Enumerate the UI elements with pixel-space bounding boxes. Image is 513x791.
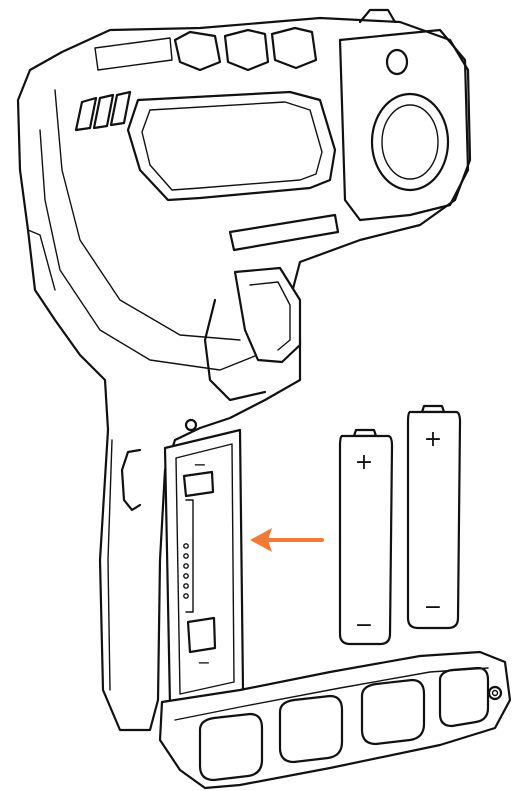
compartment-top-minus: − bbox=[193, 455, 206, 474]
battery-compartment: − − bbox=[163, 428, 245, 707]
arrow-left-icon bbox=[250, 528, 324, 552]
thermometer-gun-body bbox=[16, 8, 472, 732]
battery-right-plus: + bbox=[424, 427, 442, 452]
battery-cover bbox=[158, 650, 512, 790]
battery-right: + − bbox=[406, 404, 462, 630]
screw-icon bbox=[487, 685, 503, 701]
contact-spring-icon bbox=[183, 499, 194, 613]
compartment-bottom-minus: − bbox=[197, 653, 210, 672]
battery-left-minus: − bbox=[355, 613, 373, 638]
battery-left: + − bbox=[338, 428, 394, 646]
battery-right-minus: − bbox=[424, 595, 442, 620]
battery-left-plus: + bbox=[355, 450, 373, 475]
